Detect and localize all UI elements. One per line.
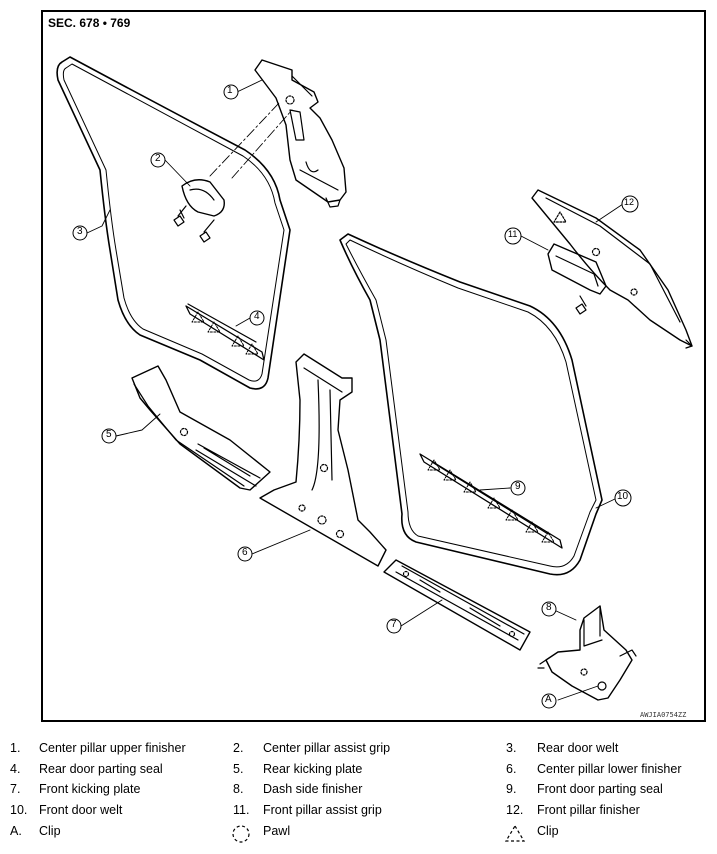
front-pillar-assist-grip <box>547 243 607 315</box>
legend-num: 2. <box>233 741 244 755</box>
callout-8: 8 <box>546 602 552 613</box>
legend-text: Rear door parting seal <box>39 762 163 776</box>
front-door-parting-seal <box>419 453 563 549</box>
clip-icon <box>504 824 526 842</box>
legend-num: 4. <box>10 762 21 776</box>
legend-num: 6. <box>506 762 517 776</box>
diagram-frame <box>41 10 706 722</box>
center-pillar-upper-finisher <box>254 59 347 208</box>
legend-text: Front door parting seal <box>537 782 663 796</box>
rear-door-parting-seal <box>185 303 265 361</box>
legend-text: Clip <box>39 824 61 838</box>
legend-num: 8. <box>233 782 244 796</box>
rear-kicking-plate <box>131 365 271 491</box>
legend-num: 12. <box>506 803 524 817</box>
legend-num: 3. <box>506 741 517 755</box>
center-pillar-lower-finisher <box>259 353 387 567</box>
legend-text: Front pillar finisher <box>537 803 640 817</box>
legend-num: 1. <box>10 741 21 755</box>
section-label: SEC. 678 • 769 <box>48 16 131 30</box>
callout-7: 7 <box>391 619 397 630</box>
legend-text: Front kicking plate <box>39 782 141 796</box>
callout-9: 9 <box>515 481 521 492</box>
legend-text: Center pillar assist grip <box>263 741 391 755</box>
legend-num: 9. <box>506 782 517 796</box>
callout-11: 11 <box>508 229 518 239</box>
front-door-welt <box>339 233 603 576</box>
callout-4: 4 <box>254 311 260 322</box>
callout-A: A <box>545 694 552 705</box>
legend-num: 7. <box>10 782 21 796</box>
legend-text: Front pillar assist grip <box>263 803 382 817</box>
legend-num: 10. <box>10 803 28 817</box>
legend-text: Center pillar upper finisher <box>39 741 186 755</box>
callout-12: 12 <box>624 197 635 207</box>
legend-text: Dash side finisher <box>263 782 363 796</box>
legend-num: 5. <box>233 762 244 776</box>
legend-num: A. <box>10 824 22 838</box>
callout-5: 5 <box>106 429 112 440</box>
front-kicking-plate <box>383 559 531 651</box>
rear-door-welt <box>56 56 291 390</box>
leader-lines <box>86 79 624 701</box>
legend-text: Rear door welt <box>537 741 619 755</box>
callout-6: 6 <box>242 547 248 558</box>
pawl-icon <box>232 825 250 843</box>
center-pillar-assist-grip <box>173 101 293 243</box>
legend-text: Center pillar lower finisher <box>537 762 682 776</box>
legend-text: Front door welt <box>39 803 123 817</box>
figure-code: AWJIA0754ZZ <box>640 711 687 719</box>
callout-10: 10 <box>617 491 629 502</box>
legend-text: Pawl <box>263 824 291 838</box>
legend-num: 11. <box>233 803 250 817</box>
legend-text: Rear kicking plate <box>263 762 363 776</box>
callout-3: 3 <box>77 226 83 237</box>
callout-1: 1 <box>227 85 233 96</box>
callout-2: 2 <box>155 153 161 164</box>
dash-side-finisher <box>537 605 637 701</box>
legend-text: Clip <box>537 824 559 838</box>
